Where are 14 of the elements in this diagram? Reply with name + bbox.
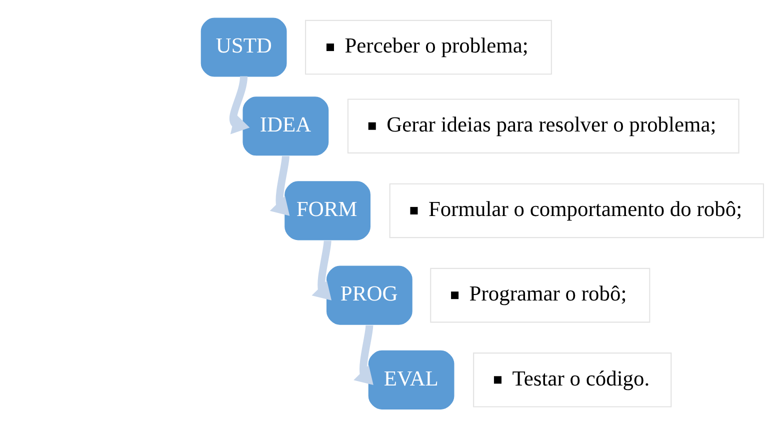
arrow	[354, 324, 374, 385]
node-box: Perceber o problema;	[305, 19, 552, 74]
arrow	[312, 240, 332, 300]
node-box: EVAL	[368, 350, 454, 409]
arrow	[270, 155, 290, 216]
node-box: PROG	[326, 265, 412, 324]
node-box: Gerar ideias para resolver o problema;	[347, 98, 740, 153]
node-box: Programar o robô;	[430, 267, 650, 322]
node-box: FORM	[284, 180, 370, 240]
node-box: USTD	[200, 17, 287, 76]
node-box: Testar o código.	[473, 352, 672, 407]
node-box: IDEA	[242, 96, 329, 156]
node-box: Formular o comportamento do robô;	[389, 182, 764, 238]
arrow	[229, 76, 250, 134]
